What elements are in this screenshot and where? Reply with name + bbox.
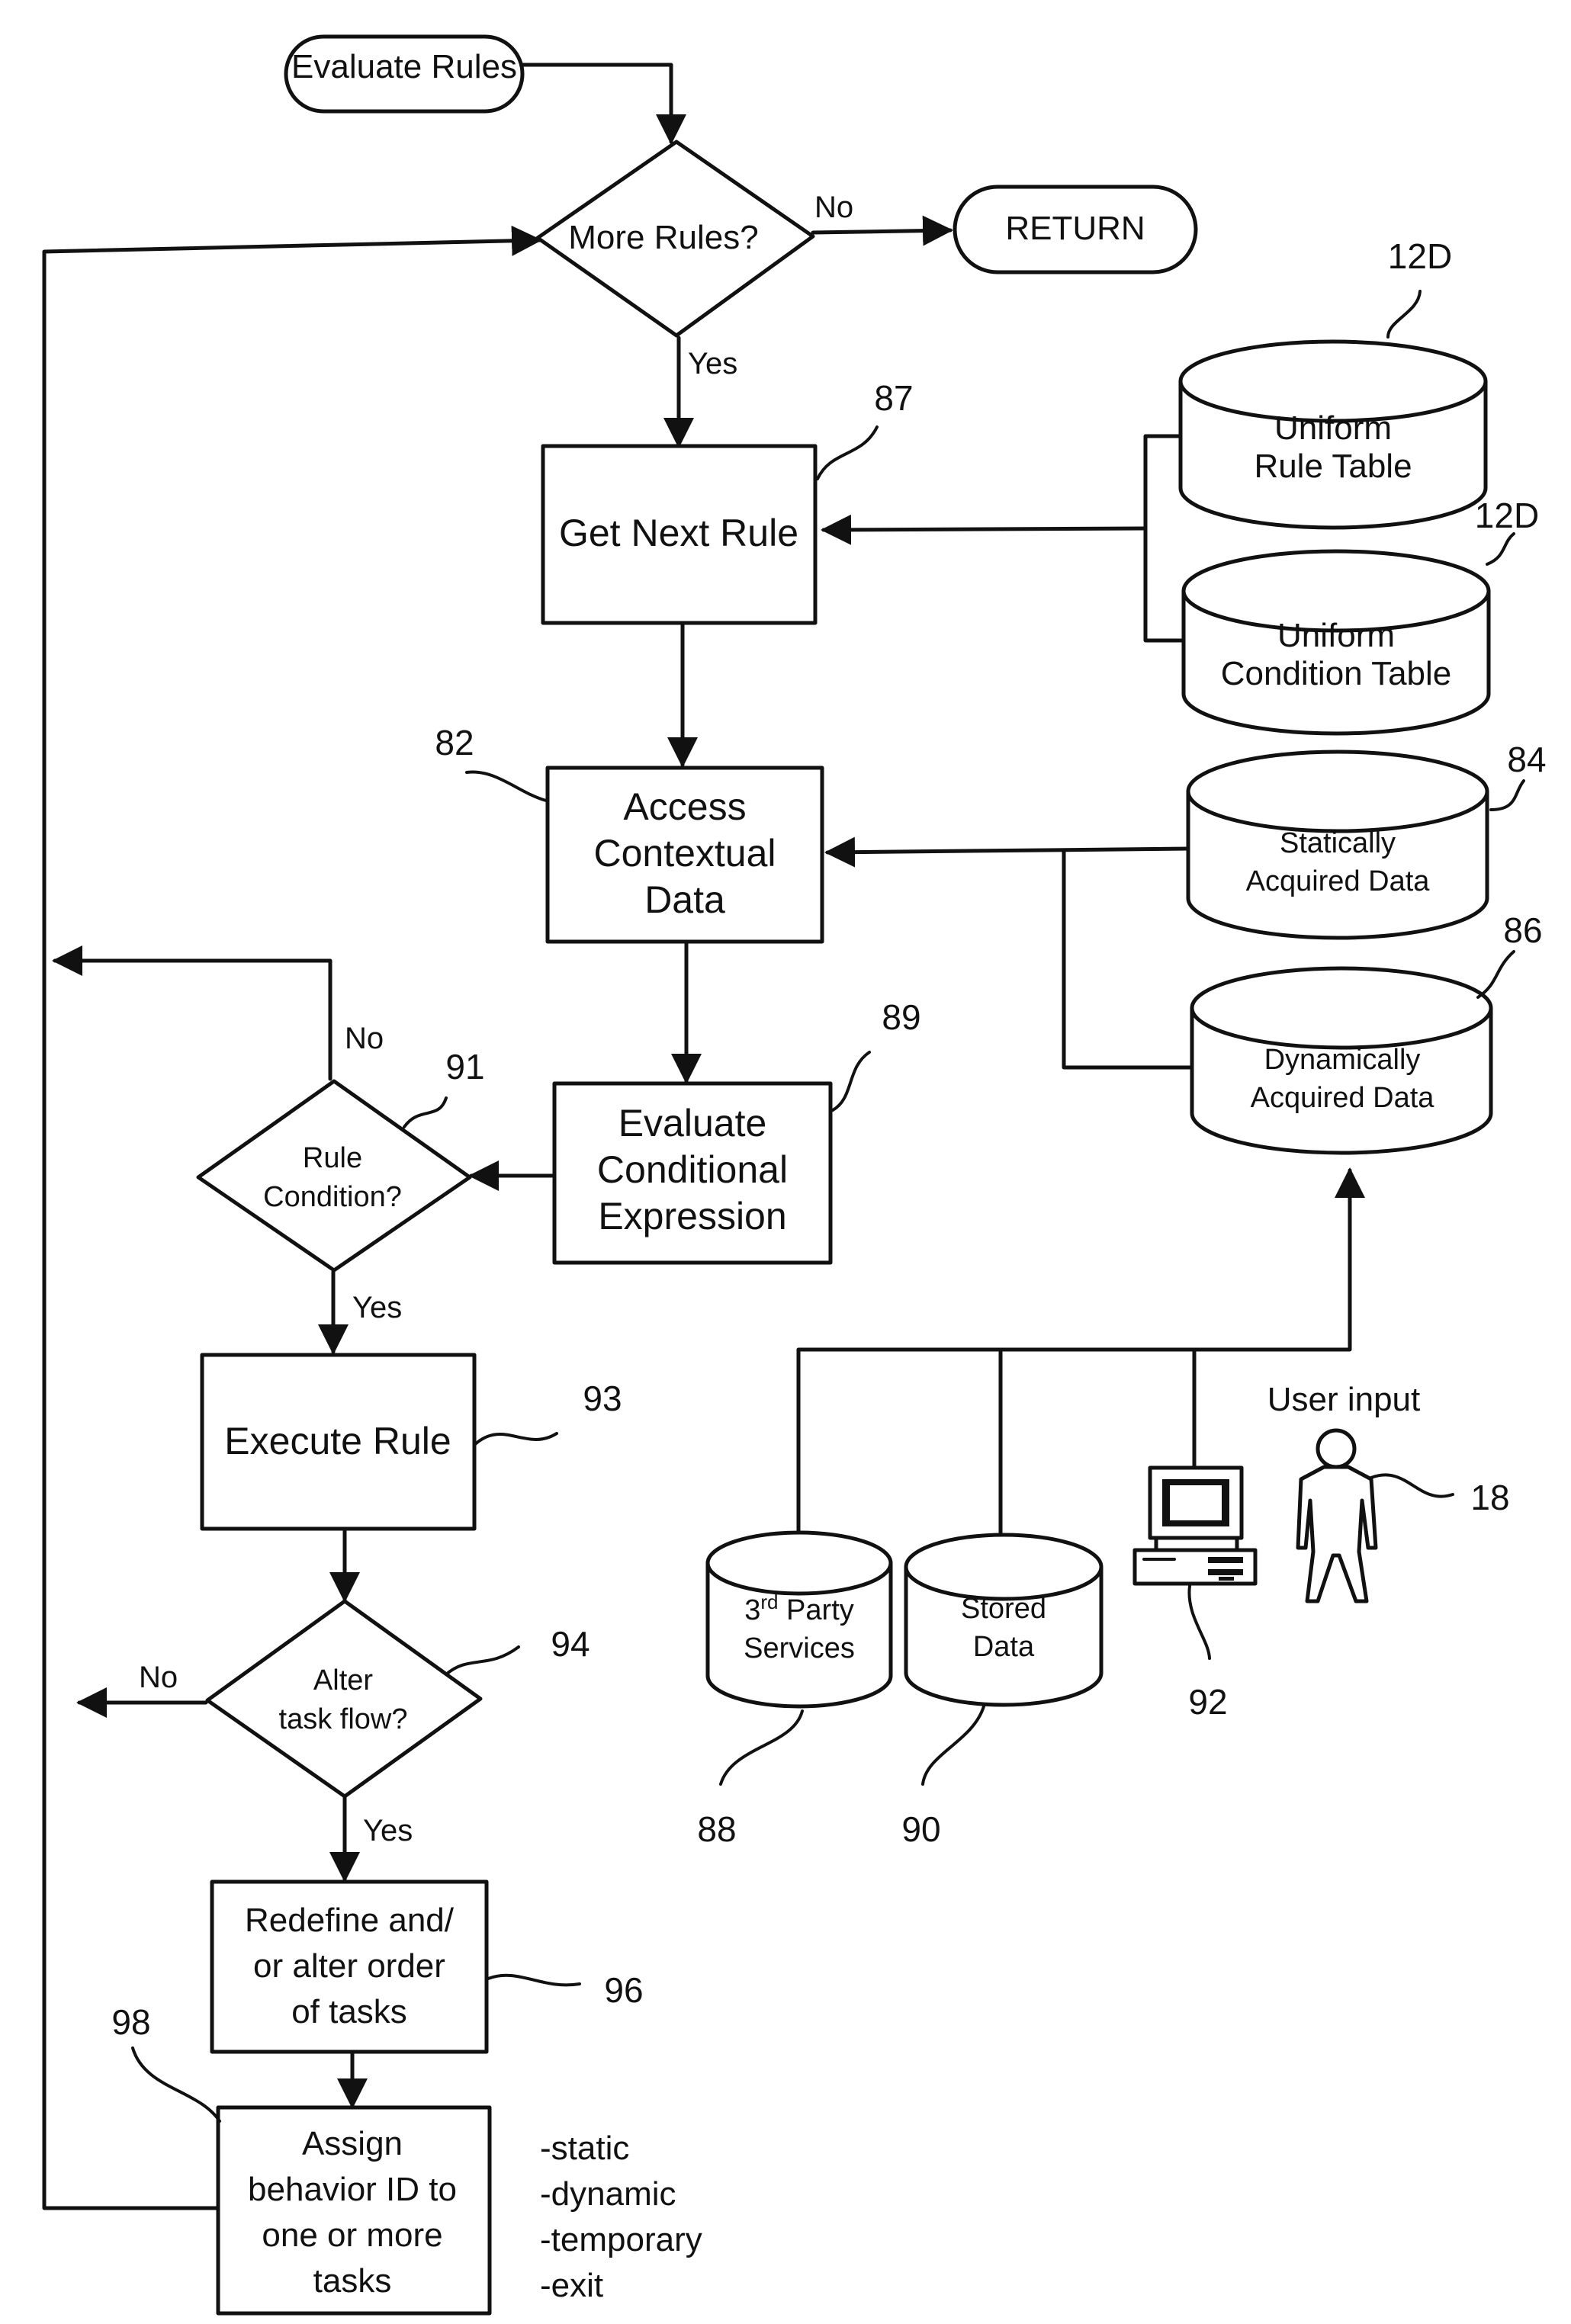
execute-rule-box: Execute Rule	[202, 1355, 474, 1529]
edge-sources-bus	[798, 1170, 1350, 1533]
ref-91: 91	[445, 1047, 484, 1087]
alter-yes-label: Yes	[363, 1814, 413, 1847]
evaluate-line-1: Evaluate	[618, 1102, 767, 1144]
assign-line-1: Assign	[302, 2125, 403, 2162]
uniform-condition-line-2: Condition Table	[1221, 655, 1452, 692]
assign-line-3: one or more	[262, 2216, 442, 2254]
ref-82: 82	[435, 723, 474, 762]
assign-line-2: behavior ID to	[248, 2171, 457, 2208]
evaluate-conditional-expression-box: Evaluate Conditional Expression	[554, 1083, 830, 1263]
access-contextual-data-box: Access Contextual Data	[548, 768, 822, 942]
rule-condition-line-2: Condition?	[263, 1181, 402, 1213]
redefine-line-1: Redefine and/	[245, 1902, 455, 1939]
return-label: RETURN	[1005, 210, 1145, 247]
assign-behavior-box: Assign behavior ID to one or more tasks	[218, 2107, 490, 2313]
ref-87: 87	[874, 378, 913, 418]
ref-88: 88	[697, 1809, 736, 1849]
ref-92: 92	[1188, 1682, 1227, 1722]
rule-condition-no-label: No	[345, 1022, 384, 1055]
ref-94: 94	[551, 1624, 590, 1664]
stored-data-db: Stored Data	[906, 1535, 1101, 1705]
ref-96: 96	[604, 1970, 643, 2010]
return-terminal: RETURN	[955, 187, 1196, 272]
redefine-tasks-box: Redefine and/ or alter order of tasks	[212, 1882, 487, 2052]
edge-more-rules-to-return	[813, 230, 950, 233]
uniform-rule-line-2: Rule Table	[1254, 448, 1412, 485]
uniform-condition-line-1: Uniform	[1277, 617, 1395, 654]
alter-line-1: Alter	[313, 1664, 373, 1696]
ref-93: 93	[583, 1379, 622, 1418]
ref-12d-bottom: 12D	[1475, 496, 1539, 535]
alter-line-2: task flow?	[279, 1703, 408, 1735]
more-rules-no-label: No	[814, 191, 853, 224]
third-party-rest: Party	[779, 1594, 854, 1626]
ref-86: 86	[1503, 910, 1542, 950]
static-line-2: Acquired Data	[1246, 865, 1431, 897]
redefine-line-2: or alter order	[253, 1947, 445, 1985]
stored-data-line-1: Stored	[961, 1593, 1046, 1625]
edge-tables-to-get-next	[824, 528, 1145, 530]
more-rules-yes-label: Yes	[688, 347, 737, 380]
rule-condition-line-1: Rule	[303, 1142, 362, 1174]
alter-task-flow-decision: Alter task flow?	[207, 1601, 480, 1796]
execute-rule-label: Execute Rule	[224, 1420, 451, 1462]
dynamically-acquired-data-db: Dynamically Acquired Data	[1192, 968, 1491, 1153]
uniform-rule-line-1: Uniform	[1274, 409, 1392, 447]
evaluate-rules-terminal: Evaluate Rules	[286, 37, 522, 111]
computer-terminal-icon	[1135, 1468, 1255, 1584]
uniform-condition-table-db: Uniform Condition Table	[1184, 551, 1489, 733]
stored-data-line-2: Data	[973, 1631, 1035, 1663]
third-party-services-db: 3rd Party Services	[708, 1533, 891, 1706]
uniform-rule-table-db: Uniform Rule Table	[1181, 342, 1486, 528]
edge-condition-no-loop	[55, 961, 330, 1079]
evaluate-line-3: Expression	[598, 1195, 786, 1237]
redefine-line-3: of tasks	[291, 1993, 407, 2030]
edge-dynamic-bracket	[1064, 850, 1194, 1067]
ref-18: 18	[1470, 1478, 1509, 1517]
third-party-sup: rd	[760, 1591, 778, 1613]
ref-12d-top: 12D	[1388, 236, 1452, 276]
evaluate-rules-label: Evaluate Rules	[291, 48, 517, 85]
ref-90: 90	[901, 1809, 940, 1849]
evaluate-line-2: Conditional	[597, 1148, 788, 1191]
dynamic-line-2: Acquired Data	[1251, 1082, 1435, 1114]
rule-condition-yes-label: Yes	[352, 1291, 402, 1324]
static-line-1: Statically	[1280, 827, 1396, 859]
edge-static-to-access	[827, 849, 1190, 852]
ref-84: 84	[1507, 740, 1546, 779]
access-line-2: Contextual	[593, 832, 776, 875]
third-party-line-2: Services	[744, 1632, 855, 1664]
statically-acquired-data-db: Statically Acquired Data	[1188, 752, 1487, 938]
more-rules-label: More Rules?	[568, 219, 758, 256]
more-rules-decision: More Rules?	[538, 142, 813, 335]
behavior-type-exit: -exit	[540, 2267, 603, 2304]
user-input-label: User input	[1267, 1381, 1421, 1418]
access-line-1: Access	[623, 785, 746, 828]
behavior-types-list: -static -dynamic -temporary -exit	[540, 2130, 702, 2304]
ref-89: 89	[882, 997, 920, 1037]
dynamic-line-1: Dynamically	[1264, 1044, 1421, 1076]
get-next-rule-box: Get Next Rule	[543, 446, 815, 623]
get-next-rule-label: Get Next Rule	[559, 512, 798, 554]
behavior-type-dynamic: -dynamic	[540, 2175, 676, 2213]
edge-start-to-more-rules	[519, 65, 671, 142]
ref-98: 98	[111, 2002, 150, 2042]
behavior-type-static: -static	[540, 2130, 629, 2167]
alter-no-label: No	[139, 1661, 178, 1694]
third-party-prefix: 3	[744, 1594, 760, 1626]
assign-line-4: tasks	[313, 2262, 392, 2300]
user-person-icon	[1298, 1430, 1376, 1601]
rule-condition-decision: Rule Condition?	[198, 1081, 470, 1270]
access-line-3: Data	[644, 878, 725, 921]
behavior-type-temporary: -temporary	[540, 2221, 702, 2258]
